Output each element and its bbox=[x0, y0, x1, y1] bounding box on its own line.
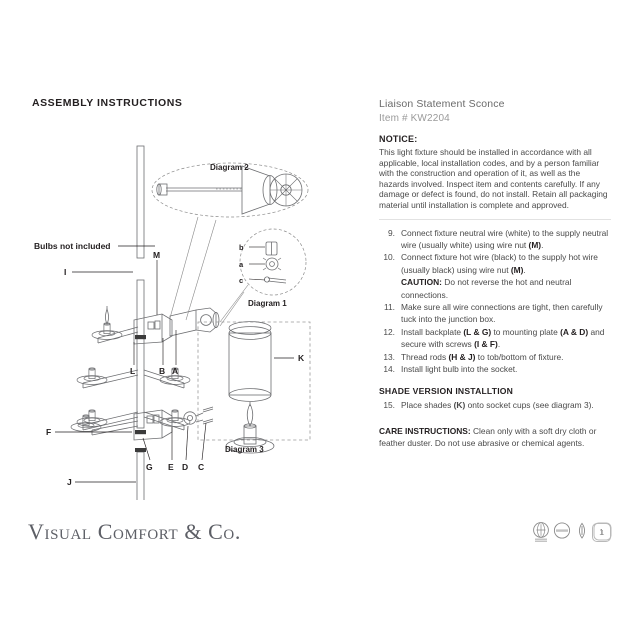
part-label-I: I bbox=[64, 267, 66, 277]
care-text: Clean only with a soft dry cloth or feat… bbox=[379, 425, 597, 449]
step-text-tail: . bbox=[541, 239, 544, 250]
diagram-note-bulbs: Bulbs not included bbox=[34, 241, 111, 251]
step-item-14: 14. Install light bulb into the socket. bbox=[379, 363, 611, 375]
caution-line: CAUTION: Do not reverse the hot and neut… bbox=[401, 276, 611, 301]
etl-listed-icon bbox=[533, 522, 549, 538]
shade-version-heading: SHADE VERSION INSTALLTION bbox=[379, 386, 514, 397]
diagram-3-callout bbox=[197, 321, 311, 441]
part-label-L: L bbox=[130, 366, 135, 376]
step-item-13: 13. Thread rods (H & J) to tob/bottom of… bbox=[379, 351, 611, 363]
step-text: Make sure all wire connections are tight… bbox=[401, 302, 603, 325]
page-number-badge: 1 bbox=[592, 523, 611, 542]
notice-heading: NOTICE: bbox=[379, 134, 418, 144]
care-label: CARE INSTRUCTIONS: bbox=[379, 425, 471, 436]
step-item-10: 10. Connect fixture hot wire (black) to … bbox=[379, 251, 611, 301]
part-label-M: M bbox=[153, 250, 160, 260]
step-text-tail: onto socket cups (see diagram 3). bbox=[465, 400, 594, 411]
care-instructions: CARE INSTRUCTIONS: Clean only with a sof… bbox=[379, 425, 611, 450]
leader-lines bbox=[55, 245, 207, 483]
item-number: Item # KW2204 bbox=[379, 113, 450, 124]
rod-collars bbox=[135, 335, 146, 452]
part-label-E: E bbox=[168, 462, 174, 472]
step-part-ref: (M) bbox=[510, 264, 524, 275]
part-label-G: G bbox=[146, 462, 153, 472]
caution-label: CAUTION: bbox=[401, 277, 442, 288]
exploded-assembly-diagram: Bulbs not included Diagram 2 Diagram 1 D… bbox=[20, 130, 350, 500]
assembly-instructions-heading: ASSEMBLY INSTRUCTIONS bbox=[32, 97, 183, 109]
step-part-ref-3: (I & F) bbox=[474, 339, 498, 350]
step-text: Thread rods bbox=[401, 351, 449, 362]
step-item-15: 15. Place shades (K) onto socket cups (s… bbox=[379, 399, 611, 411]
step-text: Place shades bbox=[401, 400, 454, 411]
damp-rated-icon bbox=[553, 522, 571, 539]
diagram-1-callout bbox=[239, 228, 307, 296]
step-text-4: . bbox=[497, 339, 501, 350]
certification-marks: 1 bbox=[532, 521, 614, 547]
step-text: Install light bulb into the socket. bbox=[401, 364, 518, 375]
step-number: 13. bbox=[383, 351, 395, 362]
upper-socket-cluster bbox=[91, 306, 220, 345]
part-label-D: D bbox=[182, 462, 188, 472]
diagram-3-content bbox=[225, 321, 275, 454]
step-number: 12. bbox=[383, 326, 395, 337]
part-label-C: C bbox=[198, 462, 204, 472]
step-text-2: to mounting plate bbox=[491, 326, 561, 337]
step-item-11: 11. Make sure all wire connections are t… bbox=[379, 301, 611, 326]
lower-socket-cluster bbox=[70, 406, 214, 441]
diagram-1-caption: Diagram 1 bbox=[248, 299, 287, 308]
step-part-ref-1: (L & G) bbox=[463, 326, 492, 337]
diagram-3-caption: Diagram 3 bbox=[225, 445, 264, 454]
detail-label-c: c bbox=[239, 276, 243, 285]
step-part-ref: (M) bbox=[528, 239, 542, 250]
caution-text: Do not reverse the hot and neutral conne… bbox=[401, 277, 572, 300]
product-name: Liaison Statement Sconce bbox=[379, 98, 505, 110]
diagram-2-caption: Diagram 2 bbox=[210, 163, 249, 172]
diagram-1-content bbox=[262, 241, 287, 284]
part-label-F: F bbox=[46, 427, 51, 437]
step-text: Connect fixture neutral wire (white) to … bbox=[401, 227, 609, 250]
step-text-tail: to tob/bottom of fixture. bbox=[475, 351, 564, 362]
detail-label-b: b bbox=[239, 243, 244, 252]
part-label-K: K bbox=[298, 353, 305, 363]
section-divider bbox=[379, 218, 611, 220]
step-text: Connect fixture hot wire (black) to the … bbox=[401, 252, 598, 275]
rating-square-text: 1 bbox=[601, 530, 605, 537]
bulb-icon bbox=[579, 522, 585, 539]
step-text-3: and secure with screws bbox=[401, 326, 605, 350]
diagram-svg: Bulbs not included Diagram 2 Diagram 1 D… bbox=[34, 145, 311, 500]
diagram-2-content bbox=[156, 165, 303, 215]
step-number: 11. bbox=[383, 302, 395, 312]
mid-socket-row-2 bbox=[76, 409, 191, 431]
step-item-12: 12. Install backplate (L & G) to mountin… bbox=[379, 326, 611, 351]
notice-body: This light fixture should be installed i… bbox=[379, 147, 608, 210]
brand-logo: Visual Comfort & Co. bbox=[28, 519, 241, 544]
mid-socket-row-1 bbox=[76, 367, 191, 389]
detail-label-a: a bbox=[239, 260, 244, 269]
shade-steps-list: 15. Place shades (K) onto socket cups (s… bbox=[379, 399, 611, 411]
step-part-ref: (H & J) bbox=[448, 351, 476, 362]
part-label-J: J bbox=[67, 477, 72, 487]
step-number: 14. bbox=[383, 364, 395, 375]
numbered-steps-list: 9. Connect fixture neutral wire (white) … bbox=[379, 227, 611, 376]
instructions-column: Liaison Statement Sconce Item # KW2204 N… bbox=[379, 98, 611, 450]
step-number: 10. bbox=[383, 252, 395, 263]
center-rod-group bbox=[136, 145, 145, 500]
diagram-2-callout bbox=[151, 162, 309, 218]
step-text-tail: . bbox=[523, 264, 526, 275]
step-number: 15. bbox=[383, 400, 395, 411]
step-text: Install backplate bbox=[401, 326, 464, 337]
step-part-ref: (K) bbox=[453, 400, 466, 411]
step-part-ref-2: (A & D) bbox=[560, 326, 589, 337]
part-label-A: A bbox=[172, 366, 178, 376]
step-item-9: 9. Connect fixture neutral wire (white) … bbox=[379, 227, 611, 252]
step-number: 9. bbox=[388, 227, 395, 238]
part-label-B: B bbox=[159, 366, 165, 376]
certification-marks-svg: 1 bbox=[533, 522, 612, 542]
